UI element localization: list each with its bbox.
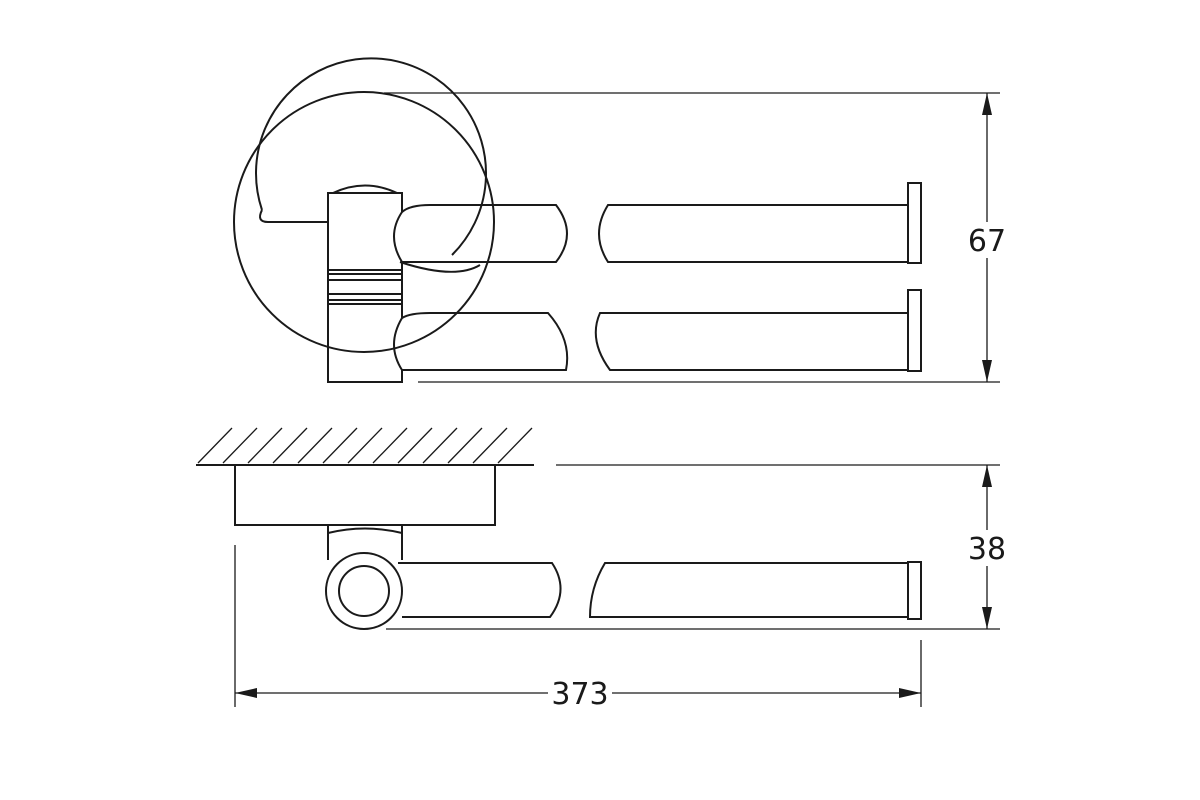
hatch-line xyxy=(372,427,408,464)
dim67-arrow-top xyxy=(982,93,992,115)
lower-arm-left xyxy=(401,312,569,371)
lower-arm-right xyxy=(594,312,909,371)
dim67-label: 67 xyxy=(968,224,1006,259)
hatch-line xyxy=(197,427,233,464)
hatch-line xyxy=(447,427,483,464)
dim373-arrow-left xyxy=(235,688,257,698)
side-view: 38 373 xyxy=(196,427,1014,712)
dim373-label-bg xyxy=(548,674,612,712)
rosette-lower-arc xyxy=(399,261,481,273)
pivot-block-lower xyxy=(327,303,403,383)
side-arm-right xyxy=(588,562,909,618)
hatch-line xyxy=(297,427,333,464)
rosette-slot xyxy=(259,209,328,223)
hatch-line xyxy=(347,427,383,464)
wall-hatching xyxy=(197,427,533,464)
side-arm-left xyxy=(398,562,562,618)
wall-rosette-inner-arc xyxy=(255,57,487,256)
dim38-arrow-bottom xyxy=(982,607,992,629)
base-plate xyxy=(234,464,496,526)
dim38-label-bg xyxy=(960,530,1014,566)
dim373-arrow-right xyxy=(899,688,921,698)
hatch-line xyxy=(397,427,433,464)
dim67-label-bg xyxy=(960,222,1014,258)
hatch-line xyxy=(422,427,458,464)
upper-arm-left xyxy=(401,204,568,263)
hatch-line xyxy=(272,427,308,464)
wall-rosette-outer xyxy=(233,91,495,353)
hatch-line xyxy=(497,427,533,464)
mount-neck xyxy=(327,525,403,560)
hatch-line xyxy=(472,427,508,464)
upper-arm-right xyxy=(598,204,909,263)
pivot-block-upper xyxy=(327,192,403,271)
front-view: 67 xyxy=(233,57,1014,383)
upper-arm-endcap xyxy=(907,182,922,264)
side-arm-endcap xyxy=(907,561,922,620)
hatch-line xyxy=(322,427,358,464)
dim373-label: 373 xyxy=(551,677,608,712)
pivot-inner-ring xyxy=(338,565,390,617)
pivot-outer-ring xyxy=(325,552,403,630)
dim38-label: 38 xyxy=(968,532,1006,567)
hatch-line xyxy=(247,427,283,464)
lower-arm-endcap xyxy=(907,289,922,372)
hatch-line xyxy=(222,427,258,464)
dim38-arrow-top xyxy=(982,465,992,487)
pivot-cap-top xyxy=(332,184,398,194)
dim67-arrow-bottom xyxy=(982,360,992,382)
